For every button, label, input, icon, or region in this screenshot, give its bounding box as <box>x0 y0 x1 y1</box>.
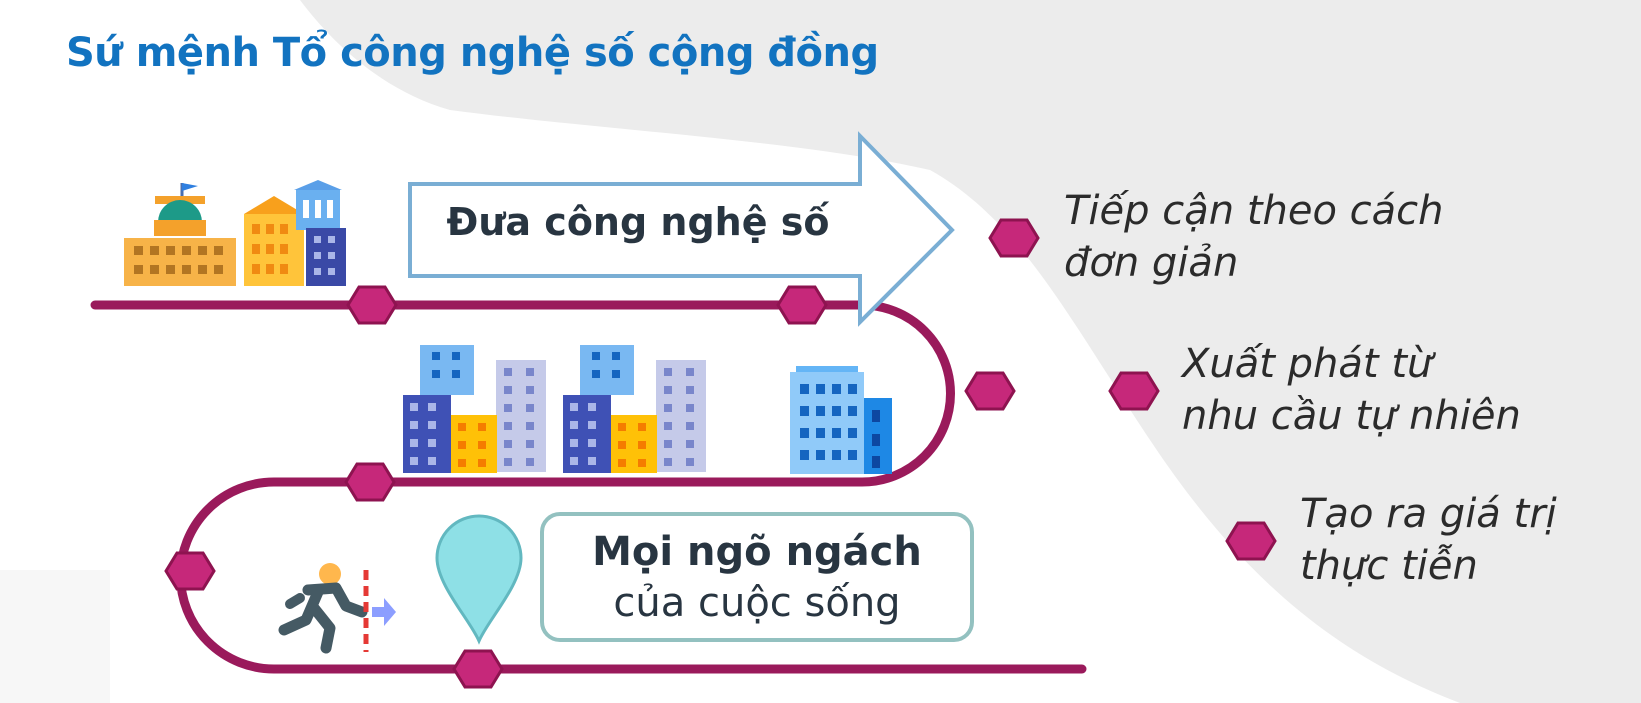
road-hexagon <box>778 287 826 323</box>
point-text-line1: Tiếp cận theo cách <box>1064 185 1444 237</box>
point-item-1: Tiếp cận theo cách đơn giản <box>1064 185 1444 289</box>
point-bullet-hexagon <box>990 220 1038 256</box>
point-text-line2: thực tiễn <box>1300 540 1557 592</box>
running-person-exit-icon <box>284 563 396 652</box>
destination-box: Mọi ngõ ngách của cuộc sống <box>540 512 974 642</box>
point-text-line2: đơn giản <box>1064 237 1444 289</box>
point-bullet-hexagon <box>1110 373 1158 409</box>
office-building-icon <box>790 366 892 474</box>
city-buildings-icon <box>403 345 706 473</box>
point-text-line1: Tạo ra giá trị <box>1300 488 1557 540</box>
road-hexagon <box>166 553 214 589</box>
arrow-label: Đưa công nghệ số <box>418 200 858 244</box>
background-light-panel <box>0 570 110 703</box>
road-hexagon <box>348 287 396 323</box>
location-pin-icon <box>437 516 521 641</box>
point-item-3: Tạo ra giá trị thực tiễn <box>1300 488 1557 592</box>
destination-line1: Mọi ngõ ngách <box>544 526 970 578</box>
road-hexagon <box>454 651 502 687</box>
government-building-icon <box>124 180 346 286</box>
road-hexagon <box>966 373 1014 409</box>
point-item-2: Xuất phát từ nhu cầu tự nhiên <box>1182 338 1521 442</box>
road-hexagon <box>346 464 394 500</box>
point-text-line2: nhu cầu tự nhiên <box>1182 390 1521 442</box>
page-title: Sứ mệnh Tổ công nghệ số cộng đồng <box>66 30 879 76</box>
point-text-line1: Xuất phát từ <box>1182 338 1521 390</box>
point-bullet-hexagon <box>1227 523 1275 559</box>
destination-line2: của cuộc sống <box>544 578 970 628</box>
